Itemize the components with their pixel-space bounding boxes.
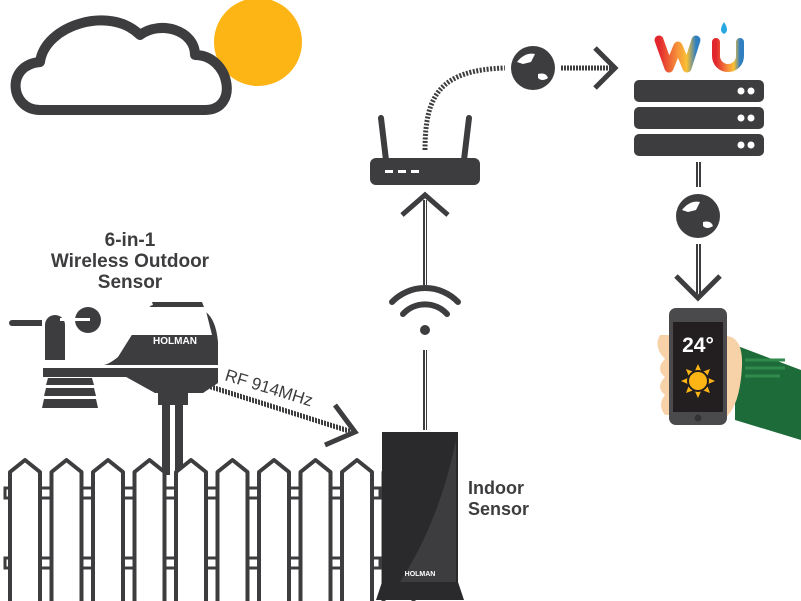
fence-picket: [91, 458, 125, 601]
rf-link-arrow: RF 914MHz: [204, 366, 359, 448]
up-arrow-icon: [400, 191, 450, 217]
router-link: [423, 200, 427, 285]
fence-picket: [298, 458, 333, 601]
cloud-icon: [10, 15, 232, 115]
wifi-to-indoor-link: [423, 350, 427, 430]
indoor-label-line: Sensor: [468, 499, 529, 519]
down-arrow-icon: [674, 274, 722, 302]
fence-picket: [257, 458, 291, 601]
indoor-sensor-brand: HOLMAN: [405, 571, 436, 578]
router-to-internet-link: [422, 65, 506, 151]
outdoor-label-line: 6-in-1: [105, 230, 156, 251]
fence-picket: [340, 458, 374, 601]
indoor-label-line: Indoor: [468, 478, 524, 498]
phone-temperature: 24°: [682, 334, 714, 357]
internet-to-phone-link: [696, 244, 701, 294]
globe-icon: [676, 194, 720, 238]
fence-picket: [174, 458, 208, 601]
outdoor-label-line: Sensor: [98, 272, 163, 293]
sun-icon: [681, 364, 715, 398]
indoor-sensor-label: Indoor Sensor: [468, 478, 529, 519]
router-icon: [370, 115, 480, 185]
outdoor-label-line: Wireless Outdoor: [51, 251, 210, 272]
outdoor-sensor-label: 6-in-1 Wireless Outdoor Sensor: [51, 230, 210, 293]
wifi-icon: [389, 285, 461, 335]
phone: 24°: [669, 308, 727, 425]
fence-picket: [49, 458, 84, 601]
globe-icon: [511, 46, 555, 90]
outdoor-sensor: HOLMAN: [9, 302, 218, 475]
fence-picket: [132, 458, 167, 601]
server-to-internet-link: [696, 162, 701, 187]
wu-logo: [654, 22, 744, 73]
fence-picket: [215, 458, 250, 601]
indoor-sensor: HOLMAN: [376, 432, 464, 600]
server-icon: [634, 80, 764, 156]
right-arrow-icon: [593, 46, 619, 90]
outdoor-sensor-brand: HOLMAN: [153, 336, 197, 347]
fence-picket: [8, 458, 42, 601]
fence: [3, 458, 416, 601]
sun-icon: [214, 0, 302, 86]
